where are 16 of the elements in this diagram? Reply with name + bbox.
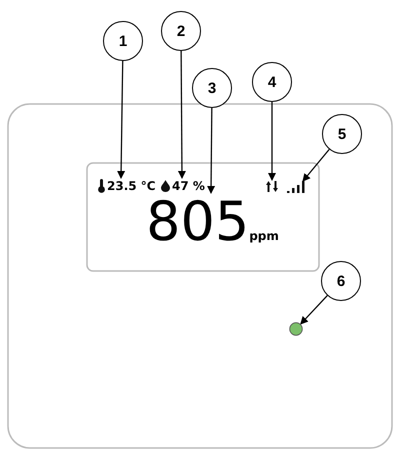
status-led [289, 322, 303, 336]
leader-line [207, 108, 216, 194]
callout-number: 2 [161, 11, 201, 51]
callout-number: 1 [103, 21, 143, 61]
callout-number: 4 [252, 62, 292, 102]
signal-bars-icon [287, 181, 305, 193]
leader-line [117, 60, 126, 179]
humidity-reading: 47 % [172, 179, 205, 193]
unit-label: ppm [249, 229, 279, 243]
transfer-arrows-icon [265, 180, 279, 193]
callout-number: 3 [192, 68, 232, 108]
co2-reading: 805 [146, 193, 250, 251]
leader-line [268, 102, 276, 181]
leader-line [300, 295, 328, 325]
temperature-reading: 23.5 °C [107, 179, 156, 193]
leader-line [178, 51, 186, 179]
